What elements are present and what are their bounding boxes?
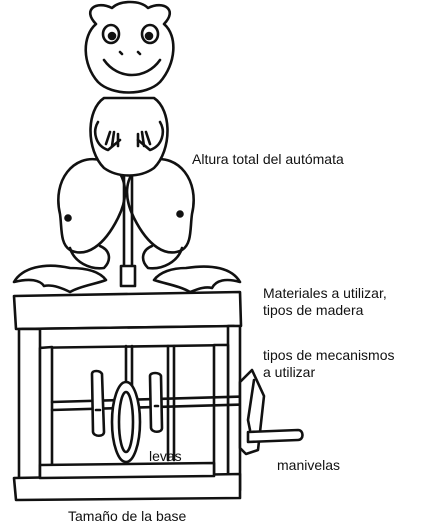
guide-rod	[168, 346, 174, 460]
rod-collar	[121, 266, 135, 286]
label-manivelas: manivelas	[277, 457, 340, 474]
right-post-outer	[228, 326, 240, 490]
right-pupil	[146, 33, 152, 39]
label-base: Tamaño de la base	[68, 508, 186, 525]
left-post-inner	[40, 347, 52, 478]
joint-pin	[66, 216, 71, 221]
label-mecanismos: tipos de mecanismos a utilizar	[263, 347, 395, 381]
label-altura: Altura total del autómata	[192, 151, 344, 168]
crank-handle	[240, 370, 303, 454]
cam-left	[92, 371, 104, 436]
left-foot	[14, 266, 106, 292]
label-materiales: Materiales a utilizar, tipos de madera	[263, 285, 387, 319]
label-materiales-line1: Materiales a utilizar,	[263, 285, 387, 302]
joint-pin	[178, 212, 183, 217]
frog-head	[86, 2, 174, 93]
top-rail	[22, 326, 234, 348]
right-foot	[154, 267, 240, 292]
frog	[14, 2, 240, 292]
right-post-inner	[214, 345, 228, 476]
cam-right	[150, 373, 162, 432]
left-pupil	[109, 33, 115, 39]
top-plank	[14, 292, 241, 329]
frog-body	[91, 98, 168, 176]
left-post-outer	[19, 329, 40, 494]
label-materiales-line2: tipos de madera	[263, 302, 387, 319]
label-mecanismos-line1: tipos de mecanismos	[263, 347, 395, 364]
label-levas: levas	[149, 448, 182, 465]
base-rail	[40, 463, 214, 478]
cam-center-inner	[119, 392, 133, 452]
label-mecanismos-line2: a utilizar	[263, 364, 395, 381]
crank-grip	[248, 430, 303, 442]
